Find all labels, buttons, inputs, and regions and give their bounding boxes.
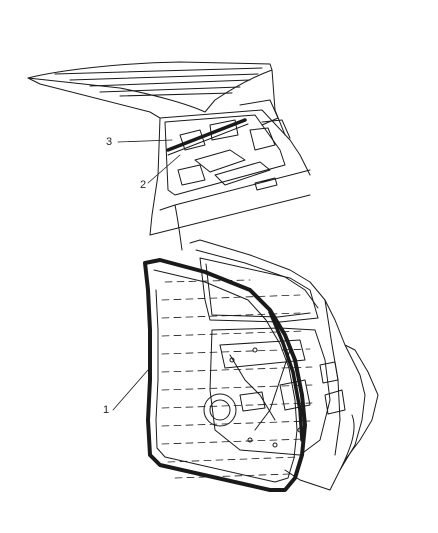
leader-lines: [112, 139, 181, 411]
roof-rail: [89, 79, 251, 87]
roof-and-window-view: [27, 61, 311, 251]
leader-line-2: [147, 154, 181, 184]
door-glass-opening: [164, 114, 286, 196]
roof-rail: [54, 67, 263, 75]
glass-run-channel: [268, 310, 304, 442]
door-inner-panel: [209, 327, 331, 456]
door-handle: [254, 177, 278, 191]
callout-number-2: 2: [140, 179, 147, 191]
quarter-panel: [344, 344, 379, 461]
body-side: [149, 111, 161, 236]
belt-weatherstrip: [166, 118, 247, 152]
speaker: [203, 393, 237, 427]
leader-line-3: [117, 139, 173, 143]
hidden-lines: [161, 279, 313, 479]
rear-door-view: [143, 239, 379, 492]
callout-number-1: 1: [103, 404, 110, 416]
door-window-frame: [199, 257, 319, 323]
callout-number-3: 3: [106, 136, 113, 148]
roof-rail: [99, 86, 241, 93]
roof-outline: [27, 61, 273, 113]
roof-rail: [69, 73, 259, 81]
window-regulator: [219, 339, 306, 369]
door-frame: [189, 239, 366, 491]
door-weatherstrip: [143, 258, 307, 492]
leader-line-1: [112, 369, 149, 411]
